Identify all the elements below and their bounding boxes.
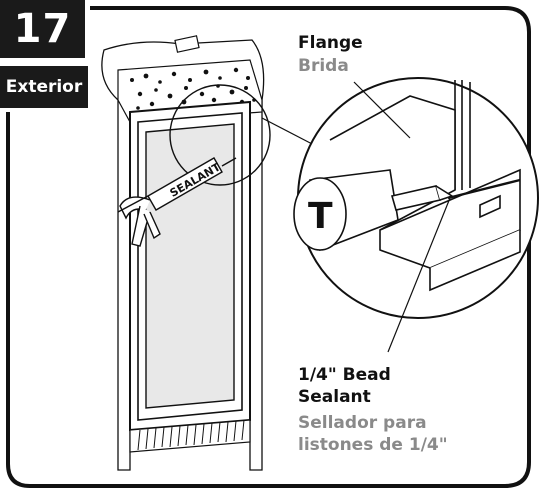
tape-tab: [174, 35, 200, 53]
flange-pointer: [353, 81, 411, 139]
bead-label-en-1: 1/4" Bead: [298, 365, 391, 385]
sill-hatching: [137, 419, 245, 451]
bead-pointer: [387, 197, 451, 353]
flange-label-es: Brida: [298, 56, 349, 76]
sill-strip: [129, 419, 251, 453]
detail-magnified: T: [293, 80, 521, 292]
bead-label-es-1: Sellador para: [298, 413, 427, 433]
step-number-badge: 17: [0, 0, 85, 58]
panel-border: [6, 6, 531, 488]
svg-text:T: T: [308, 196, 333, 237]
bead-label-en-2: Sealant: [298, 387, 371, 407]
detail-leader: [261, 117, 317, 147]
detail-circle-small: [169, 84, 271, 186]
flange-label-en: Flange: [298, 33, 363, 53]
bead-label-es-2: listones de 1/4": [298, 435, 448, 455]
location-badge: Exterior: [0, 66, 88, 108]
window-glass: [145, 123, 235, 409]
